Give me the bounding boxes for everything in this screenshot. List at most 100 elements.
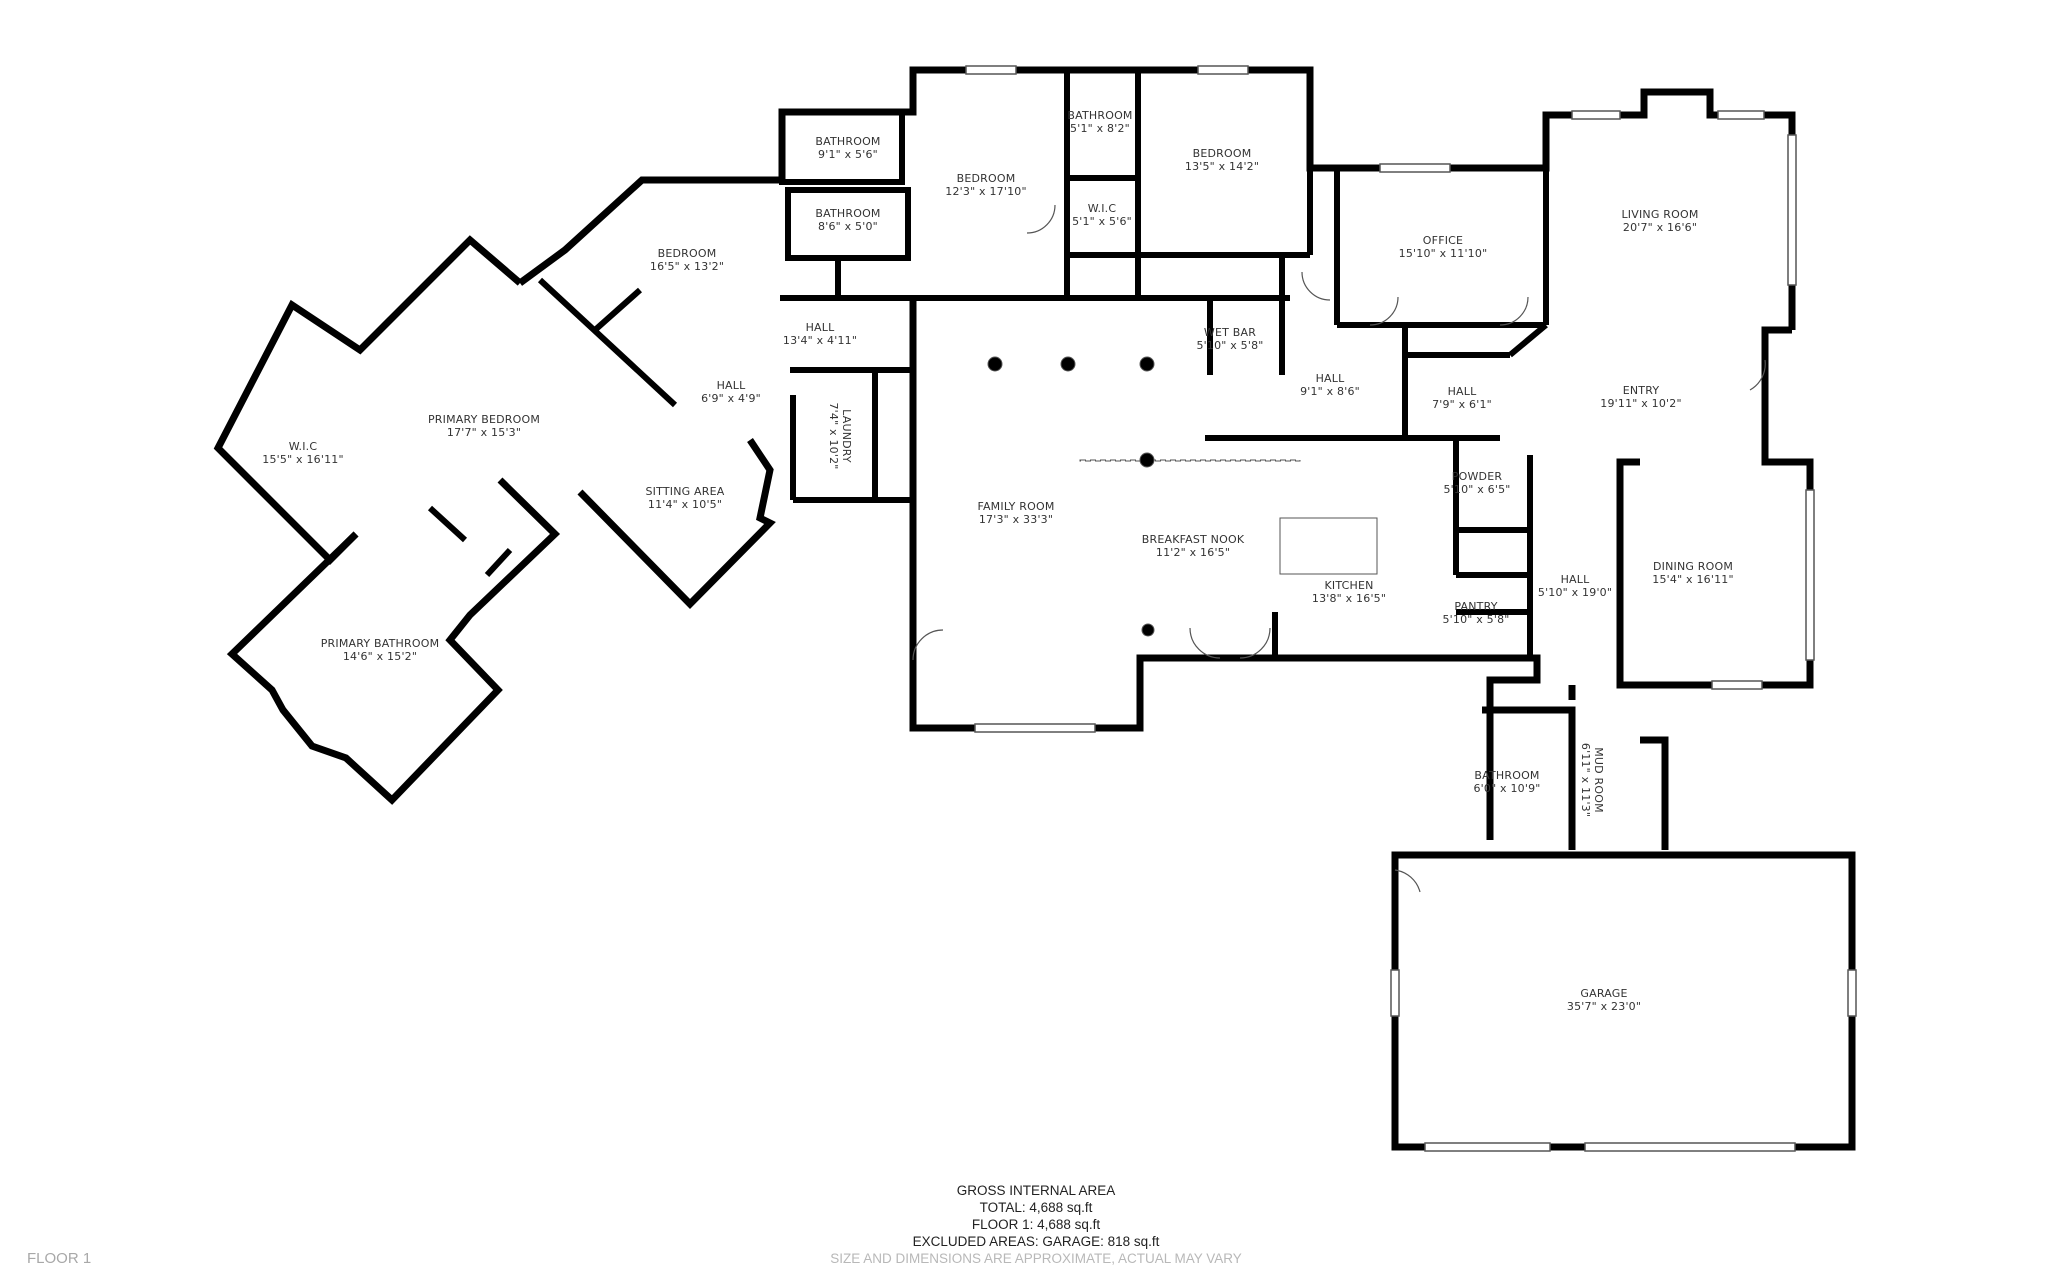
room-dimensions: 5'10" x 5'8" — [1196, 339, 1264, 352]
room-dimensions: 13'4" x 4'11" — [782, 334, 858, 347]
room-dimensions: 9'1" x 8'6" — [1300, 385, 1360, 398]
room-dimensions: 11'4" x 10'5" — [647, 498, 723, 511]
room-dimensions: 9'1" x 5'6" — [818, 148, 878, 161]
room-name: MUD ROOM — [1592, 747, 1605, 813]
room-name: DINING ROOM — [1652, 560, 1734, 573]
room-name: WET BAR — [1203, 326, 1257, 339]
room-dimensions: 19'11" x 10'2" — [1600, 397, 1682, 410]
room-dimensions: 7'9" x 6'1" — [1432, 398, 1492, 411]
room-name: FAMILY ROOM — [977, 500, 1055, 513]
room-name: HALL — [805, 321, 835, 334]
room-name: HALL — [1560, 573, 1590, 586]
room-dimensions: 14'6" x 15'2" — [342, 650, 418, 663]
gross-internal-area-summary: GROSS INTERNAL AREA TOTAL: 4,688 sq.ft F… — [830, 1182, 1242, 1267]
room-dimensions: 17'7" x 15'3" — [446, 426, 522, 439]
room-dimensions: 6'9" x 4'9" — [701, 392, 761, 405]
room-name: BATHROOM — [815, 135, 881, 148]
floor-label: FLOOR 1 — [27, 1250, 92, 1267]
summary-floor1: FLOOR 1: 4,688 sq.ft — [971, 1217, 1101, 1232]
windows — [965, 65, 1857, 1152]
room-name: LIVING ROOM — [1621, 208, 1699, 221]
room-name: HALL — [1447, 385, 1477, 398]
room-name: BEDROOM — [1192, 147, 1252, 160]
room-dimensions: 15'4" x 16'11" — [1652, 573, 1734, 586]
room-name: KITCHEN — [1324, 579, 1374, 592]
room-dimensions: 6'11" x 11'3" — [1579, 742, 1592, 818]
fixtures — [987, 356, 1378, 637]
room-name: BATHROOM — [1067, 109, 1133, 122]
summary-title: GROSS INTERNAL AREA — [956, 1183, 1116, 1198]
room-dimensions: 5'10" x 19'0" — [1537, 586, 1613, 599]
room-name: LAUNDRY — [840, 409, 853, 463]
room-name: HALL — [1315, 372, 1345, 385]
room-name: BEDROOM — [657, 247, 717, 260]
room-dimensions: 5'1" x 8'2" — [1070, 122, 1130, 135]
room-name: SITTING AREA — [645, 485, 725, 498]
room-name: PANTRY — [1454, 600, 1498, 613]
room-dimensions: 16'5" x 13'2" — [649, 260, 725, 273]
room-dimensions: 15'5" x 16'11" — [262, 453, 344, 466]
room-name: W.I.C — [288, 440, 318, 453]
summary-excluded: EXCLUDED AREAS: GARAGE: 818 sq.ft — [912, 1234, 1160, 1249]
room-name: OFFICE — [1422, 234, 1464, 247]
room-dimensions: 15'10" x 11'10" — [1398, 247, 1488, 260]
room-name: ENTRY — [1622, 384, 1660, 397]
room-name: BEDROOM — [956, 172, 1016, 185]
room-name: POWDER — [1451, 470, 1503, 483]
room-dimensions: 5'1" x 5'6" — [1072, 215, 1132, 228]
room-dimensions: 13'5" x 14'2" — [1184, 160, 1260, 173]
room-dimensions: 20'7" x 16'6" — [1622, 221, 1698, 234]
room-name: BATHROOM — [1474, 769, 1540, 782]
interior-walls — [427, 70, 1549, 660]
room-dimensions: 7'4" x 10'2" — [827, 402, 840, 470]
room-name: HALL — [716, 379, 746, 392]
room-name: W.I.C — [1087, 202, 1117, 215]
room-name: BREAKFAST NOOK — [1141, 533, 1245, 546]
room-dimensions: 12'3" x 17'10" — [945, 185, 1027, 198]
summary-disclaimer: SIZE AND DIMENSIONS ARE APPROXIMATE, ACT… — [830, 1251, 1242, 1266]
room-dimensions: 35'7" x 23'0" — [1566, 1000, 1642, 1013]
room-dimensions: 8'6" x 5'0" — [818, 220, 878, 233]
room-dimensions: 17'3" x 33'3" — [978, 513, 1054, 526]
room-name: BATHROOM — [815, 207, 881, 220]
room-dimensions: 11'2" x 16'5" — [1155, 546, 1231, 559]
room-dimensions: 5'10" x 6'5" — [1443, 483, 1511, 496]
room-dimensions: 13'8" x 16'5" — [1311, 592, 1387, 605]
room-name: GARAGE — [1580, 987, 1628, 1000]
room-dimensions: 6'0" x 10'9" — [1473, 782, 1541, 795]
door-swings — [912, 204, 1766, 893]
exterior-walls — [213, 66, 1856, 1151]
room-dimensions: 5'10" x 5'8" — [1442, 613, 1510, 626]
summary-total: TOTAL: 4,688 sq.ft — [979, 1200, 1093, 1215]
